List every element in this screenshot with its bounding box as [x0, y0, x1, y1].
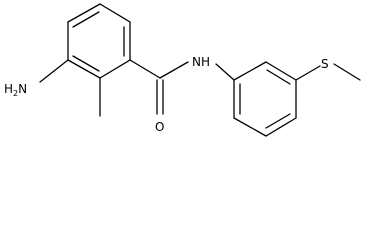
bond	[99, 3, 131, 23]
amine-label: H2N	[4, 82, 27, 98]
bond	[67, 3, 101, 23]
nitrogen-ring-bond	[215, 63, 235, 81]
left-benzene-ring	[67, 3, 131, 79]
bond	[67, 59, 101, 79]
double-bond-inner	[72, 55, 100, 72]
carbonyl-oxygen-label: O	[155, 120, 164, 134]
bond	[99, 59, 131, 79]
bond	[265, 117, 297, 137]
ring-sulfur-bond	[295, 65, 321, 81]
double-bond-inner	[72, 11, 100, 28]
amine-bond	[39, 59, 69, 83]
molecule-structure: H2N O NH S	[4, 3, 361, 137]
sulfur-label: S	[321, 57, 329, 71]
bond	[233, 117, 267, 137]
double-bond-inner	[265, 113, 291, 129]
ring-carbonyl-bond	[129, 59, 161, 79]
bond	[233, 61, 267, 81]
bond	[265, 61, 297, 81]
double-bond-inner	[266, 69, 291, 85]
carbonyl-nitrogen-bond	[159, 61, 189, 79]
right-benzene-ring	[233, 61, 297, 137]
amide-nh-label: NH	[192, 55, 210, 69]
sulfur-methyl-bond	[333, 63, 361, 81]
